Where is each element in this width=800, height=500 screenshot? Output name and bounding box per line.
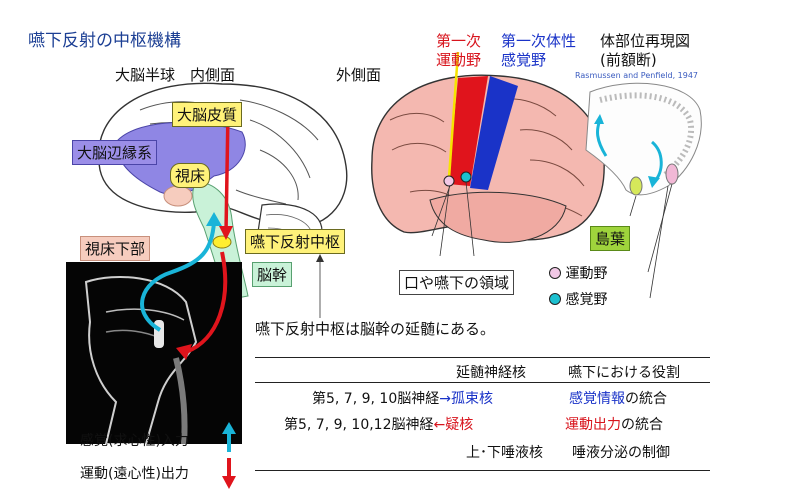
table-row: 上･下唾液核 xyxy=(466,445,543,461)
medial-view-heading: 大脳半球 内側面 xyxy=(115,66,236,84)
primary-motor-strip xyxy=(448,76,488,186)
page-title: 嚥下反射の中枢機構 xyxy=(28,31,181,51)
xray-image xyxy=(66,262,242,445)
center-note: 嚥下反射中枢は脳幹の延髄にある。 xyxy=(255,320,496,338)
lateral-view-heading: 外側面 xyxy=(336,66,382,84)
primary-sensory-label: 第一次体性感覚野 xyxy=(501,32,577,69)
thalamus-label: 視床 xyxy=(170,163,211,188)
motor-legend-arrow-icon xyxy=(222,458,236,489)
motor-marker-legend: 運動野 xyxy=(549,263,607,283)
sensory-marker-lateral xyxy=(460,171,472,183)
motor-output-arrow xyxy=(185,251,228,354)
brainstem-label: 脳幹 xyxy=(252,262,293,287)
sensory-marker-legend: 感覚野 xyxy=(549,289,607,309)
table-header-role: 嚥下における役割 xyxy=(568,365,680,381)
primary-sensory-strip xyxy=(470,76,518,190)
cortex-label: 大脳皮質 xyxy=(172,102,243,127)
table-bottom-rule xyxy=(255,470,710,471)
table-row-role: 感覚情報の統合 xyxy=(569,391,667,407)
table-row: 第5, 7, 9, 10,12脳神経←疑核 xyxy=(284,417,474,433)
temporal-lobe xyxy=(429,191,567,243)
table-row-role: 運動出力の統合 xyxy=(565,417,663,433)
insula-label: 島葉 xyxy=(590,226,631,251)
sensory-input-arrow xyxy=(140,221,216,332)
table-header-nucleus: 延髄神経核 xyxy=(456,365,526,381)
hypothalamus-label: 視床下部 xyxy=(80,236,151,261)
sensory-legend-arrow-icon xyxy=(222,422,236,452)
lateral-sulci xyxy=(389,98,585,217)
sensory-input-legend: 感覚(求心性)入力 xyxy=(80,433,189,449)
swallow-center-label: 嚥下反射中枢 xyxy=(245,229,346,254)
somatotopic-label: 体部位再現図(前額断) xyxy=(600,32,691,69)
sensory-marker-icon xyxy=(549,293,561,305)
table-top-rule xyxy=(255,357,710,358)
motor-marker-lateral xyxy=(443,175,455,187)
table-header-rule xyxy=(255,382,710,383)
motor-output-legend: 運動(遠心性)出力 xyxy=(80,466,189,482)
table-row: 第5, 7, 9, 10脳神経→孤束核 xyxy=(312,391,493,407)
motor-marker-icon xyxy=(549,267,561,279)
limbic-label: 大脳辺縁系 xyxy=(72,140,158,165)
coronal-insula xyxy=(629,176,643,196)
table-row-role: 唾液分泌の制御 xyxy=(572,445,670,461)
citation-label: Rasmussen and Penfield, 1947 xyxy=(575,71,699,80)
mouth-region-label: 口や嚥下の領域 xyxy=(399,270,515,295)
primary-motor-label: 第一次運動野 xyxy=(436,32,482,69)
